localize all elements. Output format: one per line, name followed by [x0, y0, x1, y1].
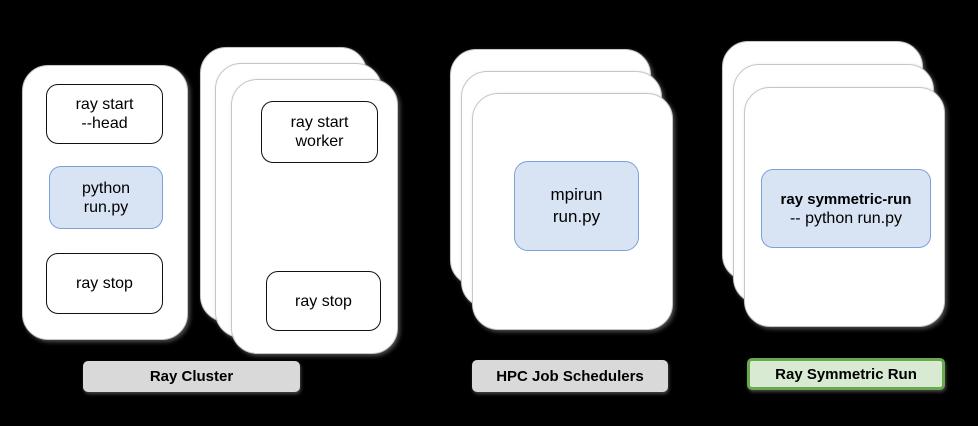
hpc-node-card: mpirun run.py: [472, 93, 673, 330]
cmd-line: --head: [81, 115, 128, 132]
ray-symmetric-run-badge: Ray Symmetric Run: [747, 358, 945, 390]
cmd-line: mpirun: [550, 185, 603, 204]
cmd-line: ray stop: [76, 275, 133, 292]
cmd-line: ray start: [75, 96, 134, 113]
cmd-line: ray start: [290, 114, 349, 131]
cmd-line: worker: [295, 133, 344, 150]
cmd-ray-stop-head: ray stop: [46, 253, 163, 314]
badge-label: HPC Job Schedulers: [496, 367, 644, 385]
cmd-line: ray stop: [295, 292, 352, 310]
cmd-line: run.py: [552, 207, 601, 226]
cmd-ray-symmetric-run: ray symmetric-run -- python run.py: [761, 169, 931, 248]
cmd-mpirun-run: mpirun run.py: [514, 161, 639, 251]
cmd-line: python: [81, 179, 131, 197]
ray-cluster-badge: Ray Cluster: [83, 361, 300, 392]
head-node-card: ray start --head python run.py ray stop: [22, 65, 188, 340]
cmd-python-run: python run.py: [49, 166, 163, 229]
badge-label: Ray Cluster: [149, 368, 234, 385]
cmd-ray-stop-worker: ray stop: [266, 271, 381, 331]
cmd-ray-start-head: ray start --head: [46, 84, 163, 144]
cmd-line: run.py: [83, 198, 129, 216]
cmd-ray-start-worker: ray start worker: [261, 101, 378, 163]
symmetric-node-card: ray symmetric-run -- python run.py: [744, 87, 945, 327]
cmd-line-bold: ray symmetric-run: [780, 190, 912, 208]
badge-label: Ray Symmetric Run: [775, 365, 917, 383]
cmd-line: -- python run.py: [789, 209, 903, 227]
hpc-schedulers-badge: HPC Job Schedulers: [472, 360, 668, 392]
worker-node-card: ray start worker ray stop: [231, 79, 398, 354]
